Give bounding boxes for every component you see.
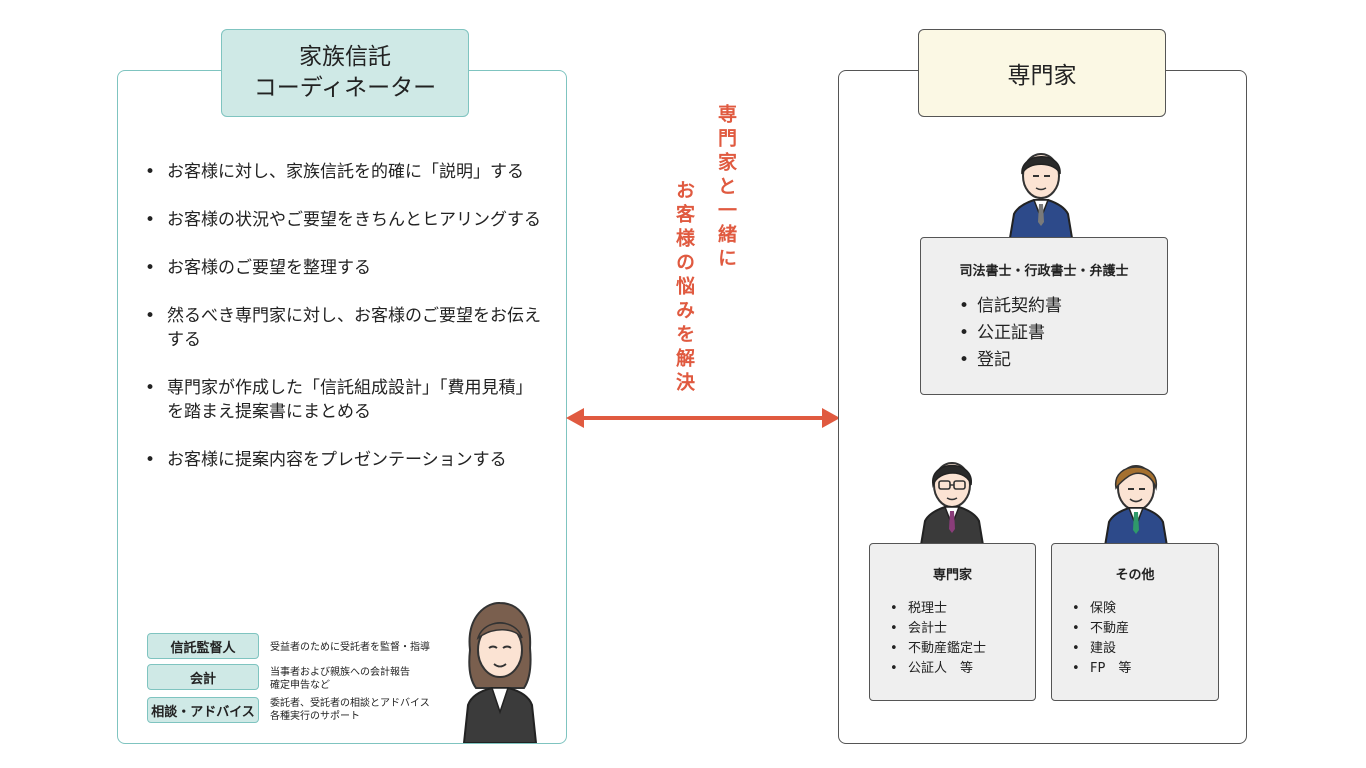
double-arrow-icon — [566, 408, 840, 428]
other-box: その他 保険 不動産 建設 FP 等 — [1051, 543, 1219, 701]
coordinator-header: 家族信託 コーディネーター — [221, 29, 469, 117]
other-man-illustration — [1103, 465, 1169, 546]
coordinator-title-line1: 家族信託 — [299, 44, 391, 70]
legal-items-list: 信託契約書 公正証書 登記 — [957, 293, 1167, 374]
list-item: 会計士 — [888, 619, 1035, 639]
legal-professionals-box: 司法書士・行政書士・弁護士 信託契約書 公正証書 登記 — [920, 237, 1168, 395]
role-desc-trust-supervisor: 受益者のために受託者を監督・指導 — [270, 641, 450, 654]
list-item: 不動産鑑定士 — [888, 639, 1035, 659]
specialist-box-title: 専門家 — [932, 568, 972, 583]
duty-item: 然るべき専門家に対し、お客様のご要望をお伝えする — [143, 304, 543, 352]
specialist-items-list: 税理士 会計士 不動産鑑定士 公証人 等 — [888, 599, 1035, 679]
experts-header: 専門家 — [918, 29, 1166, 117]
duty-item: お客様に提案内容をプレゼンテーションする — [143, 448, 543, 472]
role-desc-line: 受益者のために受託者を監督・指導 — [270, 642, 430, 653]
role-desc-line: 当事者および親族への会計報告 — [270, 667, 410, 678]
list-item: 不動産 — [1070, 619, 1218, 639]
role-desc-line: 確定申告など — [270, 680, 330, 691]
list-item: 登記 — [957, 347, 1167, 374]
lawyer-man-illustration — [1008, 153, 1074, 238]
duty-item: お客様の状況やご要望をきちんとヒアリングする — [143, 208, 543, 232]
legal-box-title: 司法書士・行政書士・弁護士 — [959, 264, 1129, 279]
center-message-line2: お客様の悩みを解決 — [673, 180, 695, 396]
role-tag-accounting: 会計 — [147, 664, 259, 690]
coordinator-duty-list: お客様に対し、家族信託を的確に「説明」する お客様の状況やご要望をきちんとヒアリ… — [143, 160, 543, 496]
specialist-box: 専門家 税理士 会計士 不動産鑑定士 公証人 等 — [869, 543, 1036, 701]
coordinator-title-line2: コーディネーター — [253, 75, 437, 101]
list-item: 保険 — [1070, 599, 1218, 619]
list-item: 公証人 等 — [888, 659, 1035, 679]
experts-title: 専門家 — [1007, 63, 1077, 89]
list-item: 公正証書 — [957, 320, 1167, 347]
role-desc-line: 各種実行のサポート — [270, 711, 360, 722]
list-item: FP 等 — [1070, 659, 1218, 679]
list-item: 税理士 — [888, 599, 1035, 619]
duty-item: 専門家が作成した「信託組成設計」「費用見積」を踏まえ提案書にまとめる — [143, 376, 543, 424]
coordinator-woman-illustration — [462, 601, 538, 743]
other-box-title: その他 — [1115, 568, 1155, 583]
role-desc-consulting: 委託者、受託者の相談とアドバイス 各種実行のサポート — [270, 697, 450, 723]
other-items-list: 保険 不動産 建設 FP 等 — [1070, 599, 1218, 679]
role-desc-line: 委託者、受託者の相談とアドバイス — [270, 698, 430, 709]
duty-item: お客様のご要望を整理する — [143, 256, 543, 280]
list-item: 信託契約書 — [957, 293, 1167, 320]
role-tag-consulting: 相談・アドバイス — [147, 697, 259, 723]
role-tag-trust-supervisor: 信託監督人 — [147, 633, 259, 659]
specialist-man-illustration — [919, 462, 985, 545]
list-item: 建設 — [1070, 639, 1218, 659]
role-desc-accounting: 当事者および親族への会計報告 確定申告など — [270, 666, 450, 692]
duty-item: お客様に対し、家族信託を的確に「説明」する — [143, 160, 543, 184]
center-message-line1: 専門家と一緒に — [715, 104, 737, 272]
